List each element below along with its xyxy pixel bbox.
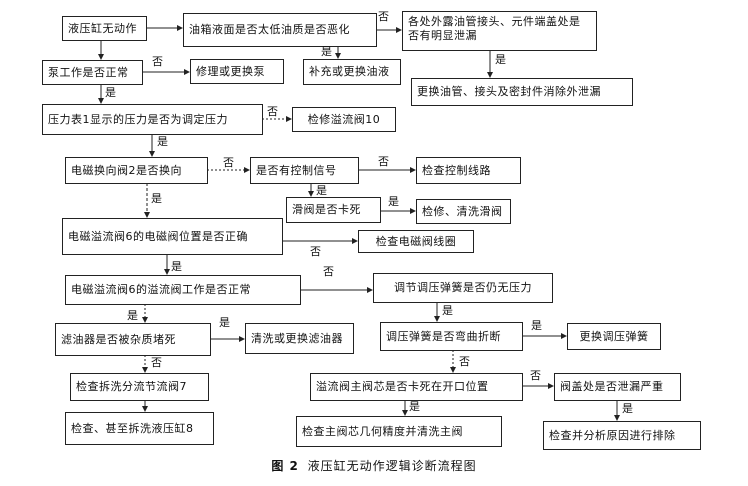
node-pressure-gauge-check: 压力表1显示的压力是否为调定压力 [42,104,263,135]
figure-caption: 图 2 液压缸无动作逻辑诊断流程图 [0,457,748,474]
edge-label-n19-n20: 是 [219,316,230,329]
edge-label-n10-n15: 是 [151,192,162,205]
edge-label-n4-n5: 否 [152,55,163,68]
node-adjust-spring-still-no-pressure: 调节调压弹簧是否仍无压力 [373,273,553,303]
figure-number: 图 2 [271,459,299,473]
edge-label-n21-n22: 是 [531,319,542,332]
node-refill-replace-oil: 补充或更换油液 [303,59,401,85]
edge-label-n10-n11: 否 [223,156,234,169]
edge-label-n25-n28: 是 [622,402,633,415]
node-solenoid-position-check: 电磁溢流阀6的电磁阀位置是否正确 [62,218,283,255]
edge-label-n4-n8: 是 [105,86,116,99]
figure-title: 液压缸无动作逻辑诊断流程图 [307,459,477,473]
edge-label-n18-n21: 是 [442,304,453,317]
node-repair-replace-pump: 修理或更换泵 [190,59,284,84]
node-main-spool-stuck-open: 溢流阀主阀芯是否卡死在开口位置 [310,373,523,401]
node-pump-working: 泵工作是否正常 [42,60,143,85]
edge-label-n19-n23: 否 [151,356,162,369]
node-tank-level-oil-quality: 油箱液面是否太低油质是否恶化 [183,13,377,47]
edge-label-n3-n7: 是 [495,53,506,66]
edge-label-n24-n25: 否 [530,369,541,382]
node-replace-pipes-seals: 更换油管、接头及密封件消除外泄漏 [411,78,633,106]
edge-label-n17-n18: 否 [323,265,334,278]
node-check-solenoid-coil: 检查电磁阀线圈 [358,230,474,253]
edge-label-n11-n13: 是 [316,184,327,197]
node-spring-bent-broken: 调压弹簧是否弯曲折断 [380,322,523,351]
node-check-flow-divider-valve-7: 检查拆洗分流节流阀7 [70,373,209,401]
edge-label-n15-n16: 否 [310,245,321,258]
node-spool-stuck: 滑阀是否卡死 [286,197,381,223]
edge-label-n11-n12: 否 [378,155,389,168]
edge-label-n8-n9: 否 [267,105,278,118]
node-repair-relief-valve-10: 检修溢流阀10 [292,107,396,132]
edge-label-n13-n14: 是 [388,195,399,208]
node-relief-valve-working: 电磁溢流阀6的溢流阀工作是否正常 [65,275,301,305]
node-clean-replace-filter: 清洗或更换滤油器 [245,323,354,354]
node-replace-pressure-spring: 更换调压弹簧 [567,323,661,350]
node-solenoid-valve-2-switching: 电磁换向阀2是否换向 [65,157,208,184]
node-check-main-spool-precision: 检查主阀芯几何精度并清洗主阀 [296,416,502,447]
node-analyze-and-eliminate: 检查并分析原因进行排除 [543,421,701,450]
node-control-signal: 是否有控制信号 [250,157,359,184]
edge-label-n17-n19: 是 [127,309,138,322]
edge-label-n24-n27: 是 [409,400,420,413]
node-external-leak-check: 各处外露油管接头、元件端盖处是否有明显泄漏 [402,11,597,51]
edge-label-n2-n6: 是 [321,45,332,58]
node-hydraulic-cylinder-no-action: 液压缸无动作 [62,16,147,41]
edge-label-n2-n3: 否 [378,10,389,23]
edge-label-n15-n17: 是 [171,260,182,273]
node-check-control-circuit: 检查控制线路 [416,157,521,184]
node-check-disassemble-cylinder-8: 检查、甚至拆洗液压缸8 [65,412,214,445]
node-repair-clean-spool: 检修、清洗滑阀 [416,199,511,224]
edge-label-n21-n24: 否 [459,355,470,368]
edge-label-n8-n10: 是 [157,135,168,148]
node-valve-cover-leak: 阀盖处是否泄漏严重 [554,373,681,401]
node-filter-clogged: 滤油器是否被杂质堵死 [55,323,211,356]
